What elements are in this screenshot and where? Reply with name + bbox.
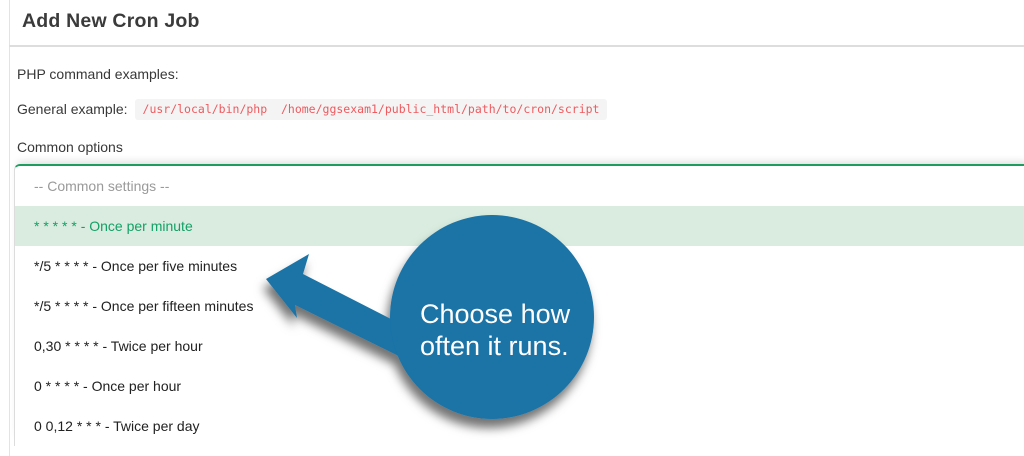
general-example-row: General example: /usr/local/bin/php /hom… (17, 97, 608, 121)
option-twice-per-day[interactable]: 0 0,12 * * * - Twice per day (34, 418, 200, 434)
general-example-label: General example: (17, 101, 128, 117)
header-divider (9, 45, 1024, 47)
general-example-code: /usr/local/bin/php /home/ggsexam1/public… (134, 98, 608, 120)
option-once-per-fifteen-minutes[interactable]: */5 * * * * - Once per fifteen minutes (34, 298, 254, 314)
page-title: Add New Cron Job (22, 10, 200, 32)
option-placeholder[interactable]: -- Common settings -- (34, 178, 170, 194)
panel-left-border (9, 0, 10, 456)
option-once-per-five-minutes[interactable]: */5 * * * * - Once per five minutes (34, 258, 238, 274)
option-once-per-minute[interactable]: * * * * * - Once per minute (15, 206, 1024, 246)
common-settings-select[interactable]: -- Common settings -- * * * * * - Once p… (14, 164, 1024, 446)
common-options-label: Common options (17, 139, 123, 155)
option-once-per-hour[interactable]: 0 * * * * - Once per hour (34, 378, 182, 394)
php-examples-label: PHP command examples: (17, 66, 179, 82)
option-twice-per-hour[interactable]: 0,30 * * * * - Twice per hour (34, 338, 203, 354)
